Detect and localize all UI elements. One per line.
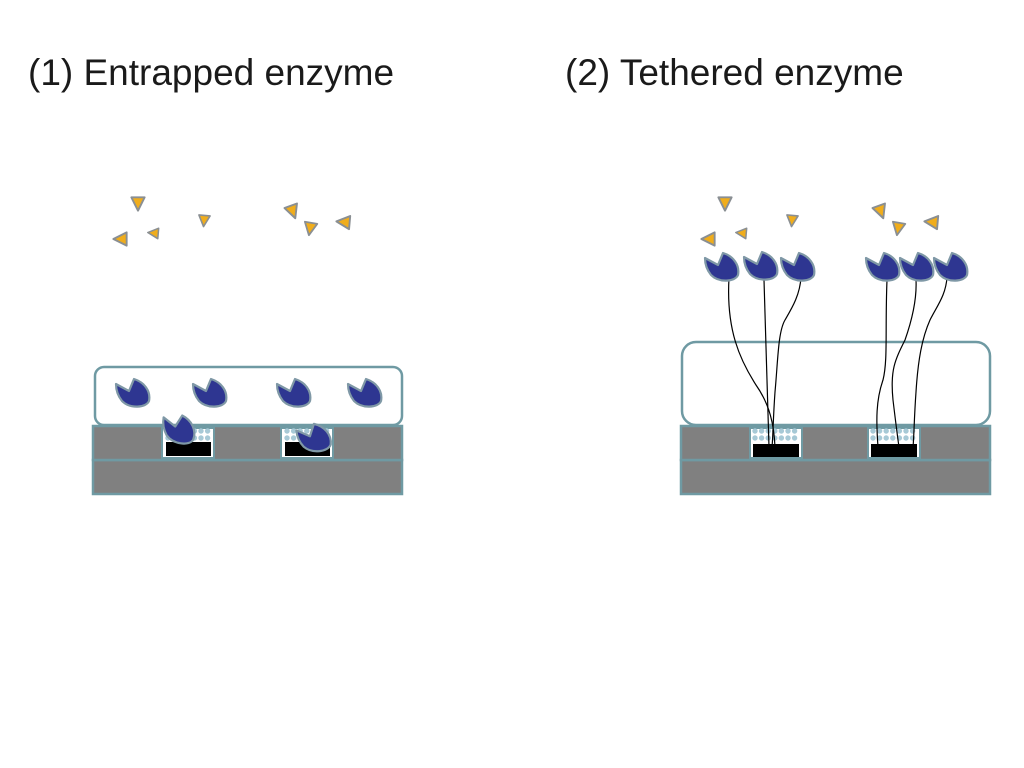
entrapped-panel bbox=[91, 196, 404, 496]
substrate-triangle bbox=[197, 214, 211, 228]
electrode-bead bbox=[204, 435, 211, 441]
electrode-bead bbox=[896, 428, 903, 434]
tether-line bbox=[771, 276, 802, 448]
electrode-bead bbox=[791, 428, 798, 434]
electrode-bead bbox=[204, 428, 211, 434]
electrode-bead bbox=[903, 428, 909, 434]
electrode-bead bbox=[284, 428, 290, 434]
electrode-bead bbox=[883, 428, 889, 434]
enzyme bbox=[898, 251, 935, 282]
electrode-bead bbox=[876, 435, 883, 441]
substrate-triangle bbox=[334, 213, 352, 231]
electrode-bead bbox=[883, 435, 889, 441]
bottom-substrate-layer bbox=[679, 458, 992, 496]
substrate-triangle bbox=[130, 196, 146, 212]
electrode-bead bbox=[290, 428, 297, 434]
electrode-bead bbox=[758, 428, 765, 434]
substrate-triangle bbox=[889, 220, 907, 238]
hydrogel-layer bbox=[680, 340, 992, 427]
enzyme bbox=[742, 250, 779, 281]
tethers bbox=[727, 276, 948, 448]
electrode-bead bbox=[198, 428, 204, 434]
substrate-triangle bbox=[871, 202, 891, 222]
tethered-enzymes bbox=[703, 250, 969, 282]
tethered-panel bbox=[679, 196, 992, 496]
panel-title-tethered: (2) Tethered enzyme bbox=[565, 52, 904, 93]
substrate-triangle bbox=[785, 214, 799, 228]
tether-line bbox=[912, 276, 948, 448]
enzyme bbox=[864, 251, 901, 282]
electrode-layer bbox=[679, 424, 992, 462]
electrode-layer bbox=[91, 424, 404, 462]
panel-title-entrapped: (1) Entrapped enzyme bbox=[28, 52, 395, 93]
enzyme bbox=[932, 251, 969, 282]
substrate-triangle bbox=[700, 231, 716, 247]
electrode-bead bbox=[890, 435, 896, 441]
electrode-bead bbox=[785, 435, 791, 441]
electrode-bead bbox=[778, 435, 785, 441]
electrode-bead bbox=[876, 428, 883, 434]
substrate-triangle bbox=[301, 220, 319, 238]
electrode-bead bbox=[284, 435, 290, 441]
electrode-bead bbox=[870, 428, 876, 434]
electrode-bead bbox=[903, 435, 909, 441]
electrode-bead bbox=[909, 435, 916, 441]
substrate-molecules bbox=[700, 196, 940, 247]
electrode-bead bbox=[758, 435, 765, 441]
electrode-bead bbox=[778, 428, 785, 434]
substrate-triangle bbox=[283, 202, 303, 222]
electrode-bead bbox=[870, 435, 876, 441]
electrode-well bbox=[749, 427, 803, 459]
substrate-triangle bbox=[734, 226, 748, 240]
electrode-bead bbox=[890, 428, 896, 434]
substrate-molecules bbox=[112, 196, 352, 247]
electrode-bead bbox=[791, 435, 798, 441]
electrode-bead bbox=[304, 428, 310, 434]
electrode-bead bbox=[198, 435, 204, 441]
electrode-bead bbox=[752, 428, 758, 434]
tether-line bbox=[763, 279, 770, 448]
electrode-bead bbox=[785, 428, 791, 434]
tether-line bbox=[876, 279, 888, 448]
enzyme bbox=[779, 251, 816, 282]
electrode-bead bbox=[752, 435, 758, 441]
entrapment-membrane bbox=[93, 365, 404, 427]
bottom-substrate-layer bbox=[91, 458, 404, 496]
substrate-triangle bbox=[112, 231, 128, 247]
enzyme bbox=[703, 251, 740, 282]
tether-line bbox=[891, 279, 917, 448]
electrode-well bbox=[867, 427, 921, 459]
substrate-triangle bbox=[922, 213, 940, 231]
electrode-bead bbox=[290, 435, 297, 441]
substrate-triangle bbox=[146, 226, 160, 240]
substrate-triangle bbox=[717, 196, 733, 212]
